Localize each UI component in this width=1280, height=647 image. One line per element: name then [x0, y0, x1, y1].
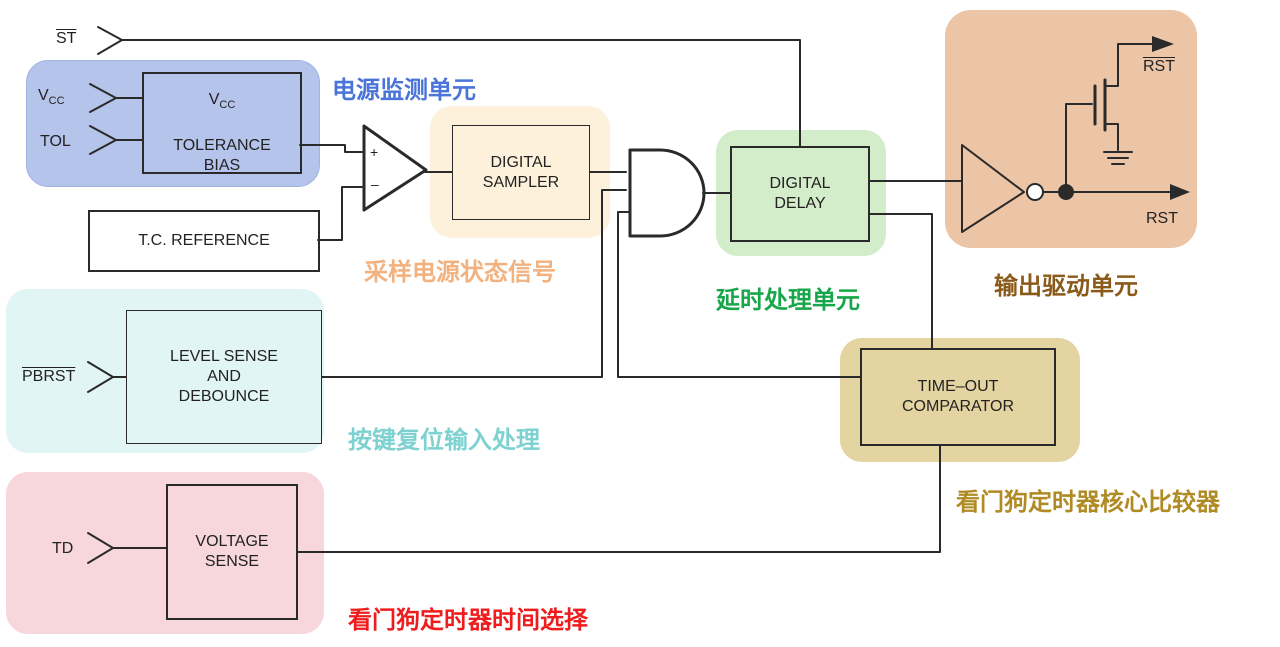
- sampler-region: [430, 106, 610, 238]
- comparator-region: [840, 338, 1080, 462]
- timeout-select-region: [6, 472, 324, 634]
- output-caption: 输出驱动单元: [994, 272, 1138, 300]
- delay-caption: 延时处理单元: [716, 286, 860, 314]
- button-reset-caption: 按键复位输入处理: [348, 426, 540, 454]
- vcc-input-chevron: [89, 83, 117, 113]
- sampler-caption: 采样电源状态信号: [364, 258, 556, 286]
- rst-pin-label: RST: [1146, 210, 1178, 227]
- vcc-bias-sub: CC: [219, 99, 236, 112]
- td-input-chevron: [87, 532, 114, 564]
- level-sense-debounce-block: LEVEL SENSE AND DEBOUNCE: [126, 310, 322, 444]
- comparator-plus: +: [370, 144, 379, 160]
- comparator-minus: –: [371, 176, 379, 192]
- digital-sampler-block: DIGITAL SAMPLER: [452, 125, 590, 220]
- pbrst-pin-label: PBRST: [22, 368, 76, 385]
- junction-dot: [1058, 184, 1074, 200]
- st-pin-label: ST: [56, 30, 77, 47]
- voltage-sense-block: VOLTAGE SENSE: [166, 484, 298, 620]
- vcc-pin-main: V: [38, 87, 49, 104]
- power-monitor-region: [26, 60, 320, 187]
- output-buffer: [961, 144, 1025, 233]
- vcc-pin-label: VCC: [38, 87, 65, 107]
- timeout-comparator-block: TIME–OUT COMPARATOR: [860, 348, 1056, 446]
- delay-region: [716, 130, 886, 256]
- inverter-bubble: [1026, 183, 1044, 201]
- comparator-caption: 看门狗定时器核心比较器: [956, 488, 1220, 516]
- power-monitor-caption: 电源监测单元: [332, 76, 476, 104]
- pbrst-input-chevron: [87, 361, 114, 393]
- rst-bar-arrow: [1152, 36, 1174, 52]
- rst-bar-pin-label: RST: [1143, 58, 1175, 75]
- vcc-bias-text: VCC TOLERANCE BIAS: [173, 70, 271, 175]
- tol-input-chevron: [89, 125, 117, 155]
- vcc-pin-sub: CC: [48, 95, 65, 108]
- button-reset-region: [6, 289, 324, 453]
- tol-pin-label: TOL: [40, 133, 71, 150]
- tc-reference-block: T.C. REFERENCE: [88, 210, 320, 272]
- vcc-bias-prefix: V: [208, 91, 220, 109]
- vcc-bias-rest: TOLERANCE BIAS: [173, 136, 271, 174]
- vcc-tolerance-bias-block: VCC TOLERANCE BIAS: [142, 72, 302, 174]
- digital-delay-block: DIGITAL DELAY: [730, 146, 870, 242]
- td-pin-label: TD: [52, 540, 74, 557]
- comparator-triangle: [362, 124, 428, 212]
- st-input-chevron: [97, 26, 123, 55]
- and-gate: [628, 148, 706, 238]
- rst-arrow: [1170, 184, 1190, 200]
- timeout-select-caption: 看门狗定时器时间选择: [348, 606, 588, 634]
